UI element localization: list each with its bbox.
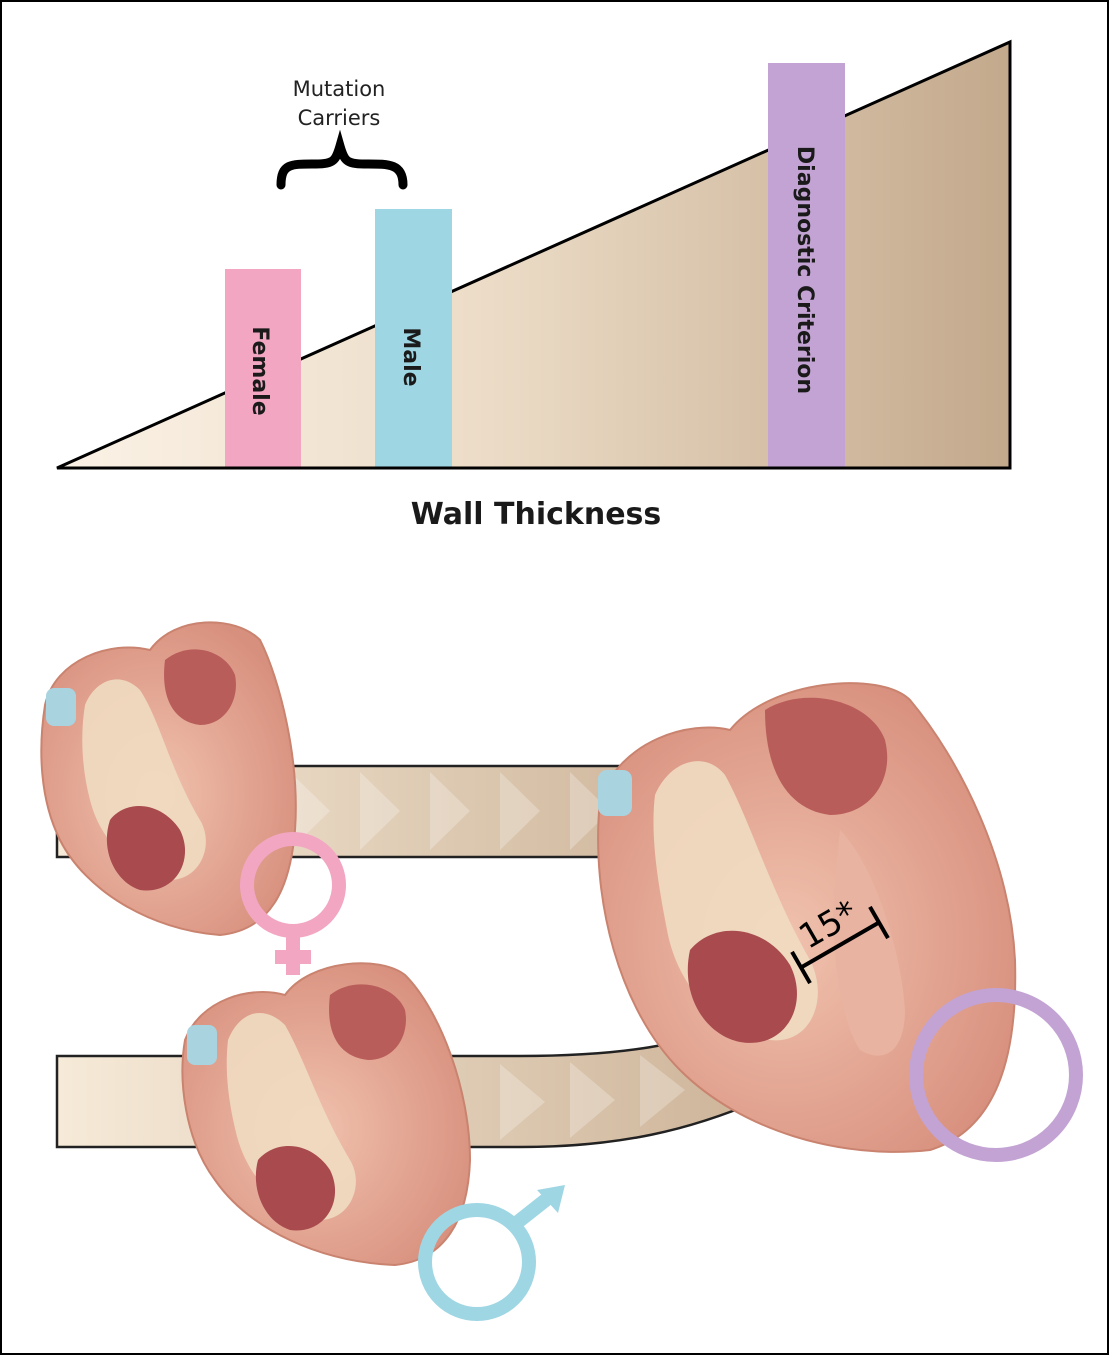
mutation-carriers-title-line1: Mutation	[293, 77, 386, 101]
male-heart-vessel	[187, 1025, 217, 1065]
wall-thickness-axis-label: Wall Thickness	[411, 497, 662, 532]
female-heart-vessel	[46, 688, 76, 726]
diagnostic-criterion-bar-label: Diagnostic Criterion	[792, 146, 817, 394]
female-bar-label: Female	[247, 326, 272, 415]
male-bar-label: Male	[398, 327, 423, 386]
hypertrophic-heart-vessel	[598, 770, 632, 816]
mutation-carriers-title-line2: Carriers	[298, 106, 381, 130]
